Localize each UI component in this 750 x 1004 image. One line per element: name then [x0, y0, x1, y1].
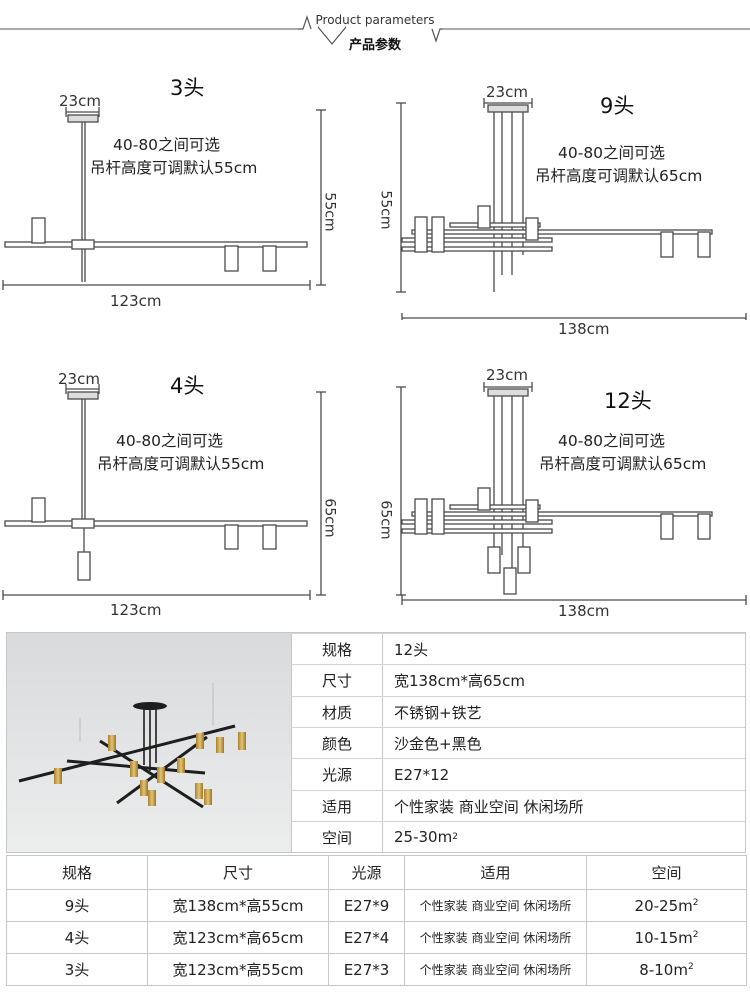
- fixture-drawing-4: [2, 384, 326, 600]
- note-line1: 40-80之间可选: [113, 136, 221, 154]
- width-label: 123cm: [110, 601, 162, 619]
- cell-space: 10-15m2: [586, 921, 747, 954]
- width-label: 138cm: [558, 320, 610, 338]
- section-title-cn: 产品参数: [348, 38, 401, 53]
- spec-row-spec: 规格 12头: [291, 633, 745, 666]
- cell-light: E27*3: [328, 953, 405, 986]
- cell-spec: 9头: [6, 889, 148, 922]
- note-line2: 吊杆高度可调默认65cm: [539, 455, 707, 473]
- column-header-size: 尺寸: [147, 855, 329, 890]
- cell-spec: 4头: [6, 921, 148, 954]
- spec-label: 规格: [291, 634, 383, 666]
- spec-label: 材质: [291, 696, 383, 728]
- spec-row-light-source: 光源 E27*12: [291, 758, 745, 791]
- height-label: 65cm: [321, 498, 338, 538]
- note-line2: 吊杆高度可调默认55cm: [97, 455, 265, 473]
- height-label: 55cm: [377, 190, 394, 230]
- spec-label: 空间: [291, 821, 383, 854]
- spec-value: 沙金色+黑色: [394, 735, 482, 754]
- width-label: 123cm: [110, 292, 162, 310]
- table-header-row: 规格 尺寸 光源 适用 空间: [6, 855, 747, 890]
- table-row: 3头 宽123cm*高55cm E27*3 个性家装 商业空间 休闲场所 8-1…: [6, 953, 747, 986]
- cell-usage: 个性家装 商业空间 休闲场所: [404, 889, 587, 922]
- fixture-drawing-12: [396, 382, 747, 605]
- spec-value: 12头: [394, 641, 429, 660]
- heads-label: 9头: [600, 94, 635, 118]
- height-label: 55cm: [321, 192, 338, 232]
- note-line2: 吊杆高度可调默认55cm: [90, 159, 258, 177]
- column-header-space: 空间: [586, 855, 747, 890]
- spec-row-color: 颜色 沙金色+黑色: [291, 726, 745, 760]
- fixture-drawing-9: [396, 98, 747, 320]
- cell-space: 20-25m2: [586, 889, 747, 922]
- note-line1: 40-80之间可选: [558, 432, 666, 450]
- spec-value: 宽138cm*高65cm: [394, 672, 525, 691]
- spec-value: 个性家装 商业空间 休闲场所: [394, 797, 584, 816]
- spec-row-size: 尺寸 宽138cm*高65cm: [291, 664, 745, 697]
- column-header-spec: 规格: [6, 855, 148, 890]
- width-label: 138cm: [558, 602, 610, 620]
- cell-light: E27*9: [328, 889, 405, 922]
- heads-label: 3头: [170, 76, 205, 100]
- top-width-label: 23cm: [58, 370, 100, 388]
- table-row: 9头 宽138cm*高55cm E27*9 个性家装 商业空间 休闲场所 20-…: [6, 889, 747, 922]
- column-header-light: 光源: [328, 855, 405, 890]
- chandelier-image: [7, 633, 291, 852]
- section-title-en: Product parameters: [315, 13, 435, 27]
- heads-label: 12头: [604, 389, 652, 413]
- cell-size: 宽123cm*高65cm: [147, 921, 329, 954]
- height-label: 65cm: [377, 500, 394, 540]
- cell-size: 宽123cm*高55cm: [147, 953, 329, 986]
- cell-size: 宽138cm*高55cm: [147, 889, 329, 922]
- spec-label: 光源: [291, 759, 383, 791]
- top-width-label: 23cm: [486, 83, 528, 101]
- table-row: 4头 宽123cm*高65cm E27*4 个性家装 商业空间 休闲场所 10-…: [6, 921, 747, 954]
- variants-table: 规格 尺寸 光源 适用 空间 9头 宽138cm*高55cm E27*9 个性家…: [6, 855, 747, 986]
- note-line1: 40-80之间可选: [116, 432, 224, 450]
- cell-light: E27*4: [328, 921, 405, 954]
- spec-row-usage: 适用 个性家装 商业空间 休闲场所: [291, 789, 745, 822]
- spec-table: 规格 12头 尺寸 宽138cm*高65cm 材质 不锈钢+铁艺 颜色 沙金色+…: [6, 632, 746, 854]
- spec-value: E27*12: [394, 765, 450, 784]
- note-line2: 吊杆高度可调默认65cm: [535, 167, 703, 185]
- spec-label: 尺寸: [291, 665, 383, 697]
- header-decoration: [0, 15, 750, 45]
- cell-usage: 个性家装 商业空间 休闲场所: [404, 953, 587, 986]
- cell-space: 8-10m2: [586, 953, 747, 986]
- spec-label: 颜色: [291, 727, 383, 760]
- spec-label: 适用: [291, 790, 383, 822]
- cell-usage: 个性家装 商业空间 休闲场所: [404, 921, 587, 954]
- top-width-label: 23cm: [486, 366, 528, 384]
- heads-label: 4头: [170, 374, 205, 398]
- fixture-drawing-3: [2, 107, 326, 290]
- cell-spec: 3头: [6, 953, 148, 986]
- column-header-usage: 适用: [404, 855, 587, 890]
- product-photo: [7, 633, 291, 852]
- spec-row-material: 材质 不锈钢+铁艺: [291, 695, 745, 728]
- spec-value: 不锈钢+铁艺: [394, 703, 482, 722]
- top-width-label: 23cm: [59, 92, 101, 110]
- note-line1: 40-80之间可选: [558, 144, 666, 162]
